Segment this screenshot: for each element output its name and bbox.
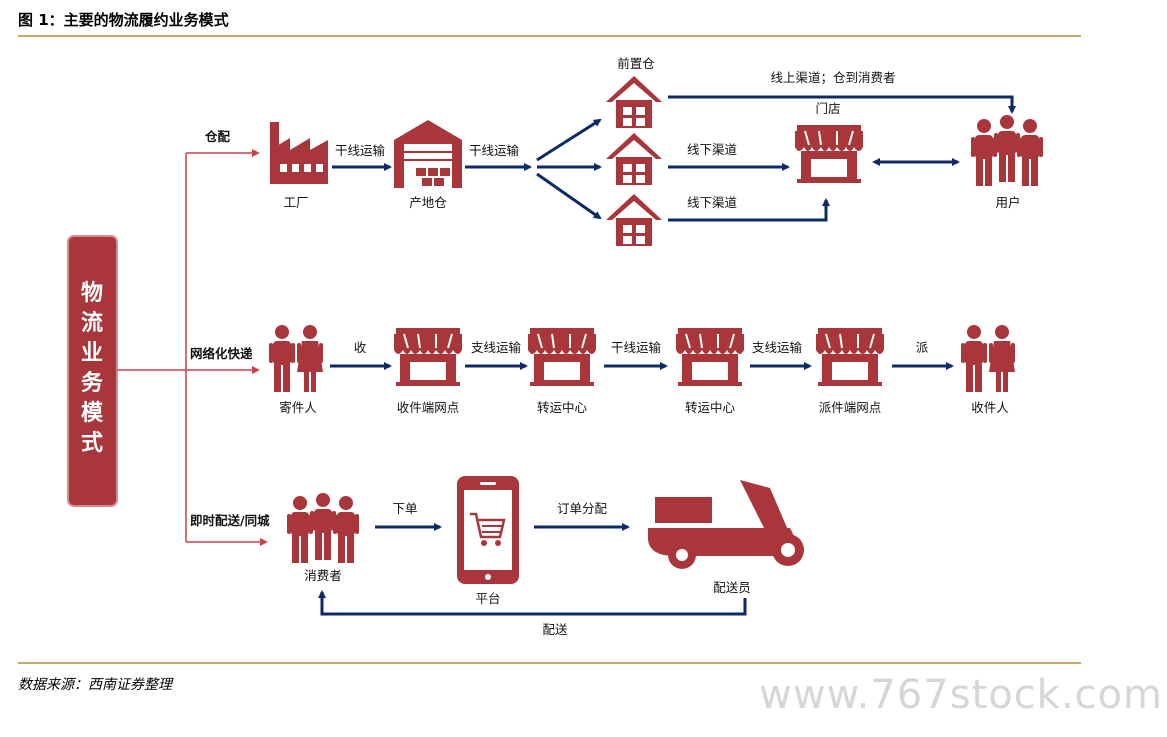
consumer-group-icon — [287, 493, 359, 563]
arrow-label-dispatch: 派 — [916, 340, 929, 355]
transfer-center-label-1: 转运中心 — [537, 400, 588, 415]
main-box-char-6: 式 — [81, 431, 103, 456]
arrow-label-trunk: 干线运输 — [611, 340, 662, 355]
branch-connector — [117, 152, 266, 543]
arrow-label-deliver: 配送 — [542, 622, 568, 637]
arrow-label-collect: 收 — [354, 340, 367, 355]
source-note: 数据来源：西南证券整理 — [18, 677, 172, 693]
factory-icon — [270, 122, 328, 184]
consumer-label: 消费者 — [304, 568, 342, 583]
transfer-center-label-2: 转运中心 — [685, 400, 736, 415]
sender-icon — [269, 325, 323, 392]
arrow-label-assign: 订单分配 — [557, 501, 608, 516]
scooter-icon — [648, 480, 804, 569]
front-warehouse-label: 前置仓 — [617, 56, 655, 71]
receiver-label: 收件人 — [971, 400, 1009, 415]
main-box-char-3: 业 — [81, 341, 103, 366]
arrow-label-online: 线上渠道；仓到消费者 — [770, 70, 895, 85]
main-box-char-2: 流 — [81, 310, 103, 336]
arrow-label-trunk2: 干线运输 — [469, 143, 520, 158]
sender-label: 寄件人 — [279, 400, 317, 415]
origin-warehouse-icon — [394, 120, 462, 188]
dispatch-point-icon — [815, 327, 885, 387]
front-warehouse-icon-1 — [606, 76, 662, 128]
user-label: 用户 — [995, 195, 1020, 210]
front-warehouse-icon-2 — [606, 133, 662, 185]
main-mode-box: 物 流 业 务 模 式 — [67, 235, 118, 507]
main-box-char-1: 物 — [81, 280, 103, 306]
arrow-label-branch2: 支线运输 — [752, 340, 803, 355]
arrow-label-offline1: 线下渠道 — [687, 142, 738, 157]
store-icon — [794, 124, 864, 184]
collect-point-label: 收件端网点 — [397, 400, 460, 415]
dispatch-point-label: 派件端网点 — [819, 400, 882, 415]
branch-label-express: 网络化快递 — [190, 346, 253, 361]
front-warehouse-icon-3 — [606, 194, 662, 246]
main-box-char-4: 务 — [81, 371, 104, 396]
courier-label: 配送员 — [713, 580, 751, 595]
arrow-label-branch1: 支线运输 — [471, 340, 522, 355]
bottom-rule — [18, 662, 1081, 664]
branch-label-warehouse: 仓配 — [204, 129, 231, 144]
main-box-char-5: 模 — [81, 401, 104, 426]
branch-label-instant: 即时配送/同城 — [190, 513, 270, 528]
arrow-label-trunk1: 干线运输 — [335, 143, 386, 158]
factory-label: 工厂 — [283, 195, 308, 210]
watermark: www.767stock.com — [759, 672, 1163, 718]
platform-phone-icon — [457, 476, 519, 584]
store-label: 门店 — [815, 101, 840, 116]
top-rule — [18, 35, 1081, 37]
arrow-label-offline2: 线下渠道 — [687, 195, 738, 210]
collect-point-icon — [393, 327, 463, 387]
receiver-icon — [961, 325, 1015, 392]
transfer-center-icon-1 — [527, 327, 597, 387]
user-group-icon — [971, 115, 1043, 186]
origin-warehouse-label: 产地仓 — [409, 195, 447, 210]
arrow-label-order: 下单 — [392, 501, 417, 516]
figure-title: 图 1：主要的物流履约业务模式 — [18, 11, 229, 29]
platform-label: 平台 — [475, 591, 500, 606]
transfer-center-icon-2 — [675, 327, 745, 387]
